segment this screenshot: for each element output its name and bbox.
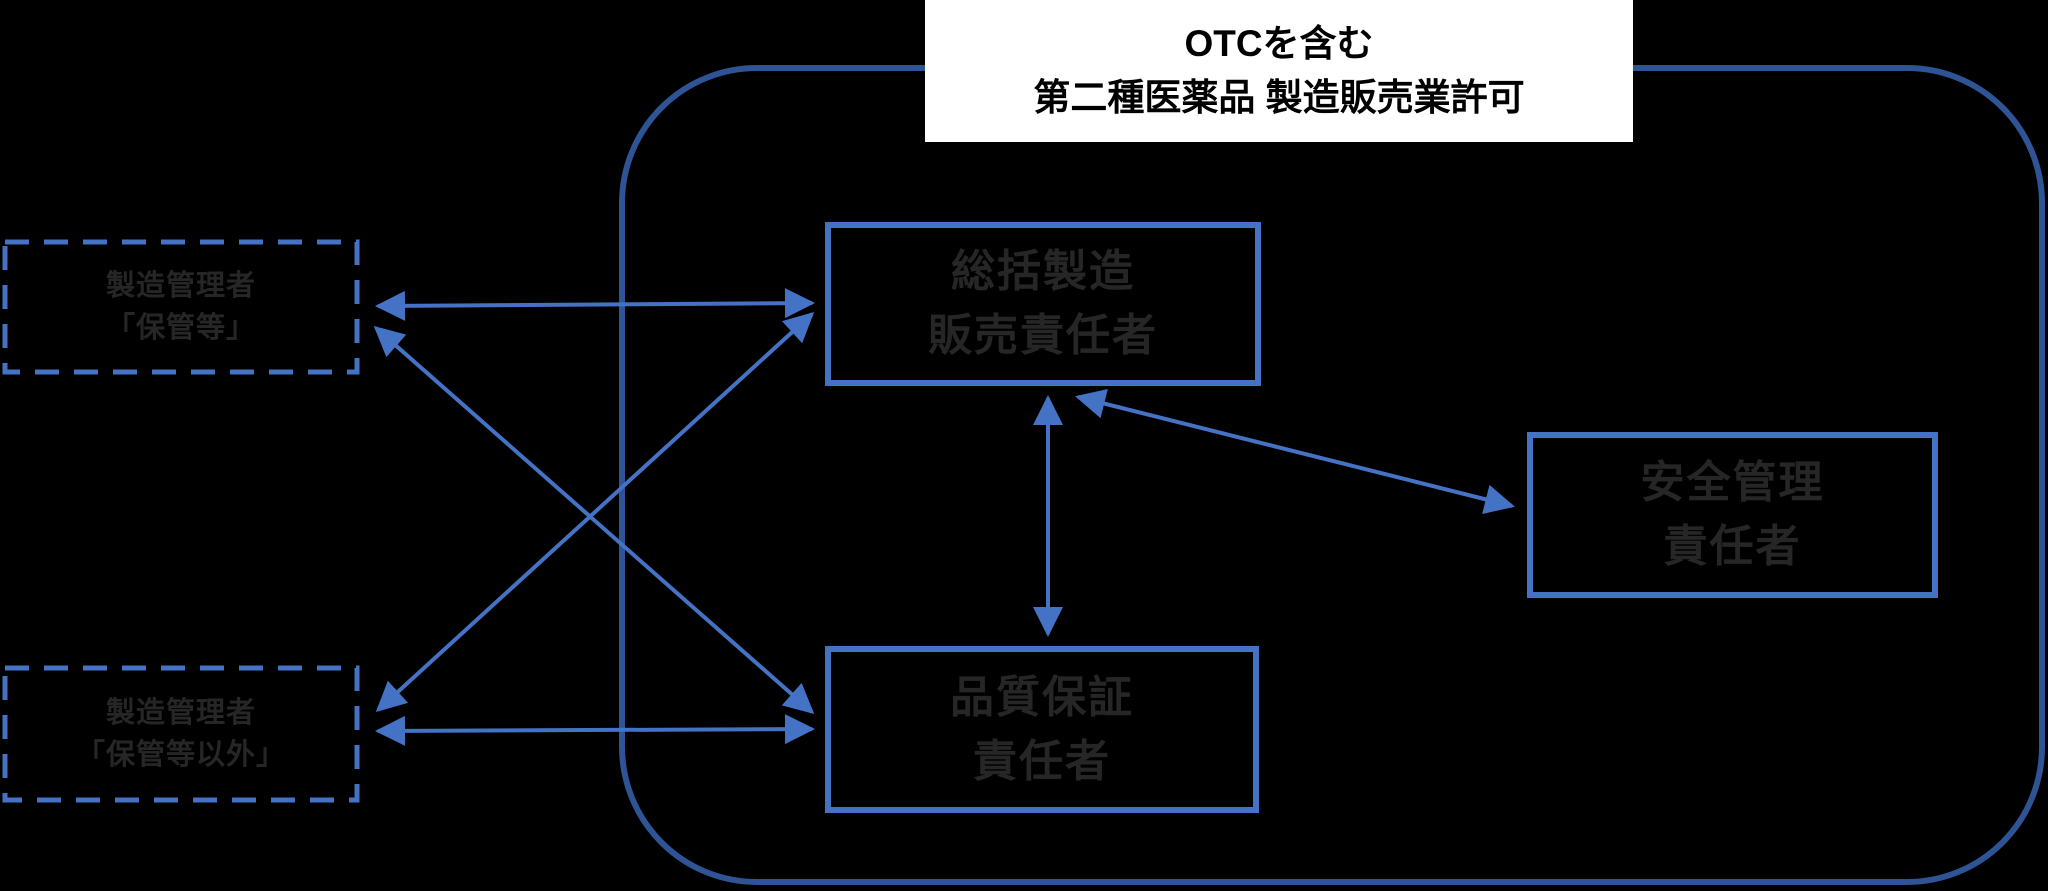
non-storage-manager-line1: 製造管理者: [105, 696, 256, 729]
general-marketing-supervisor-line1: 総括製造: [951, 247, 1135, 297]
storage-manager-label: 製造管理者 「保管等」: [5, 242, 357, 372]
arrow-soukatsu-to-anzen: [1075, 389, 1515, 514]
quality-assurance-manager-box: [825, 646, 1259, 813]
storage-manager-box: [2, 239, 360, 375]
non-storage-manager-line2: 「保管等以外」: [75, 739, 286, 771]
safety-management-manager-box: [1527, 432, 1938, 598]
arrow-nonstorage-to-hinshitsu: [375, 714, 815, 746]
non-storage-manager-label: 製造管理者 「保管等以外」: [5, 668, 357, 800]
arrow-storage-to-soukatsu: [375, 288, 815, 321]
general-marketing-supervisor-line2: 販売責任者: [928, 311, 1158, 360]
storage-manager-line2: 「保管等」: [105, 312, 256, 344]
safety-management-manager-label: 安全管理 責任者: [1530, 435, 1935, 595]
quality-assurance-manager-label: 品質保証 責任者: [828, 649, 1256, 810]
diagram-title-line2: 第二種医薬品 製造販売業許可: [1033, 77, 1525, 118]
safety-management-manager-line2: 責任者: [1663, 522, 1802, 571]
quality-assurance-manager-line2: 責任者: [973, 736, 1111, 786]
diagram-title: OTCを含む 第二種医薬品 製造販売業許可: [925, 0, 1633, 142]
general-marketing-supervisor-label: 総括製造 販売責任者: [828, 225, 1258, 383]
storage-manager-line1: 製造管理者: [105, 269, 256, 302]
non-storage-manager-box: [2, 665, 360, 803]
quality-assurance-manager-line1: 品質保証: [950, 672, 1134, 722]
diagram-title-line1: OTCを含む: [1184, 23, 1374, 65]
general-marketing-supervisor-box: [825, 222, 1261, 386]
safety-management-manager-line1: 安全管理: [1640, 458, 1825, 508]
arrow-nonstorage-to-soukatsu: [375, 311, 815, 713]
